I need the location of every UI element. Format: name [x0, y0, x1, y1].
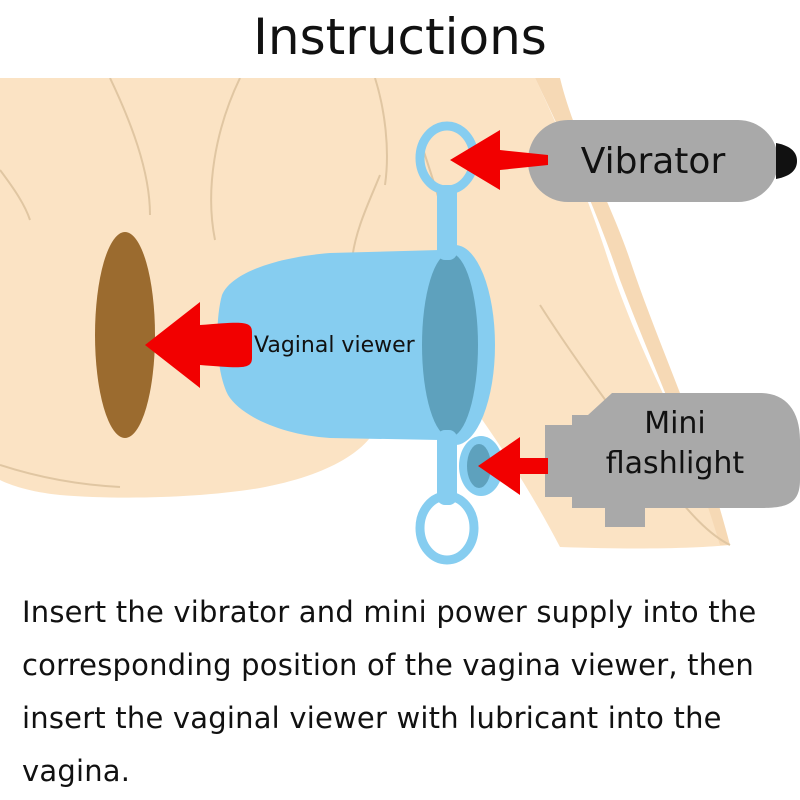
viewer-body — [217, 250, 440, 440]
vibrator-tip — [776, 143, 797, 179]
arrow-to-socket — [478, 437, 548, 495]
viewer-bottom-ring — [415, 491, 479, 565]
illustration — [0, 78, 800, 565]
vibrator-label: Vibrator — [580, 141, 726, 182]
opening-shape — [95, 232, 155, 438]
skin-line-5 — [351, 174, 381, 261]
mini-flashlight-label: Mini flashlight — [590, 404, 760, 484]
mini-flashlight-label-line-2: flashlight — [605, 446, 745, 481]
flashlight-body — [545, 393, 800, 527]
mini-flashlight-label-line-1: Mini — [644, 406, 706, 441]
viewer-bottom-stem — [437, 430, 457, 505]
viewer-top-stem — [437, 185, 457, 260]
instruction-text: Insert the vibrator and mini power suppl… — [22, 595, 757, 788]
skin-line-1 — [109, 78, 151, 216]
arrow-to-opening — [145, 302, 252, 388]
skin-line-7 — [0, 464, 121, 488]
skin-line-3 — [374, 78, 388, 186]
vibrator-body — [528, 120, 778, 202]
page-title: Instructions — [253, 8, 547, 66]
vaginal-viewer-label: Vaginal viewer — [254, 333, 415, 358]
skin-line-2 — [210, 78, 241, 241]
skin-line-4 — [0, 169, 31, 221]
arrow-to-vibrator-ring — [450, 130, 548, 190]
vibrator-device — [528, 120, 797, 202]
vaginal-viewer — [217, 121, 503, 565]
viewer-lens — [422, 253, 478, 437]
flashlight-device — [545, 393, 800, 527]
